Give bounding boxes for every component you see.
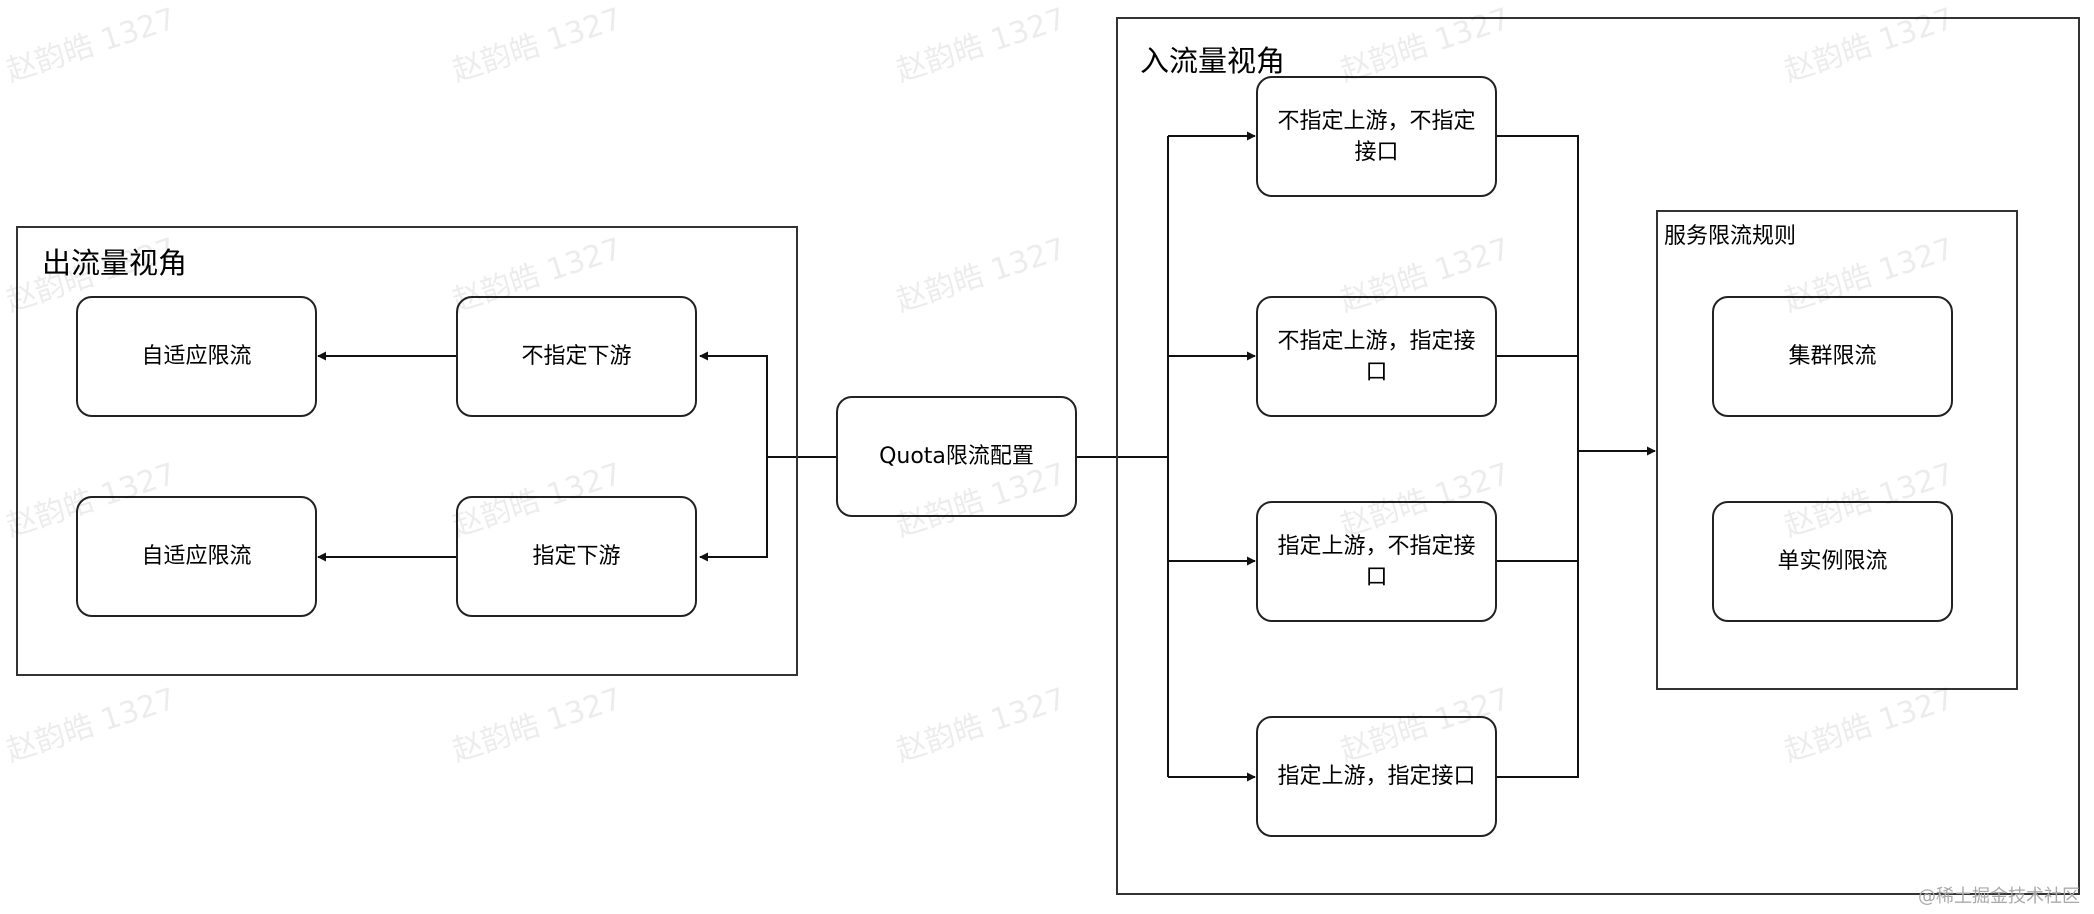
in-node-2[interactable]: 不指定上游，指定接口 xyxy=(1256,296,1497,417)
out-adaptive-node-2[interactable]: 自适应限流 xyxy=(76,496,317,617)
service-rules-group xyxy=(1656,210,2018,690)
source-credit: @稀土掘金技术社区 xyxy=(1918,886,2080,907)
in-node-1[interactable]: 不指定上游，不指定接口 xyxy=(1256,76,1497,197)
in-node-4[interactable]: 指定上游，指定接口 xyxy=(1256,716,1497,837)
out-specified-downstream-node[interactable]: 指定下游 xyxy=(456,496,697,617)
quota-config-node[interactable]: Quota限流配置 xyxy=(836,396,1077,517)
inbound-group-title: 入流量视角 xyxy=(1140,44,1286,78)
inbound-group xyxy=(1116,17,2080,895)
out-adaptive-node-1[interactable]: 自适应限流 xyxy=(76,296,317,417)
edge-in-1-out xyxy=(1497,135,1579,778)
in-node-3[interactable]: 指定上游，不指定接口 xyxy=(1256,501,1497,622)
single-instance-limit-node[interactable]: 单实例限流 xyxy=(1712,501,1953,622)
edge-quota-to-out-unspecified xyxy=(699,351,837,458)
out-unspecified-downstream-node[interactable]: 不指定下游 xyxy=(456,296,697,417)
outbound-group-title: 出流量视角 xyxy=(42,246,188,280)
service-rules-title: 服务限流规则 xyxy=(1664,224,1797,249)
edge-quota-to-out-specified xyxy=(699,457,768,562)
cluster-limit-node[interactable]: 集群限流 xyxy=(1712,296,1953,417)
outbound-group xyxy=(16,226,798,676)
